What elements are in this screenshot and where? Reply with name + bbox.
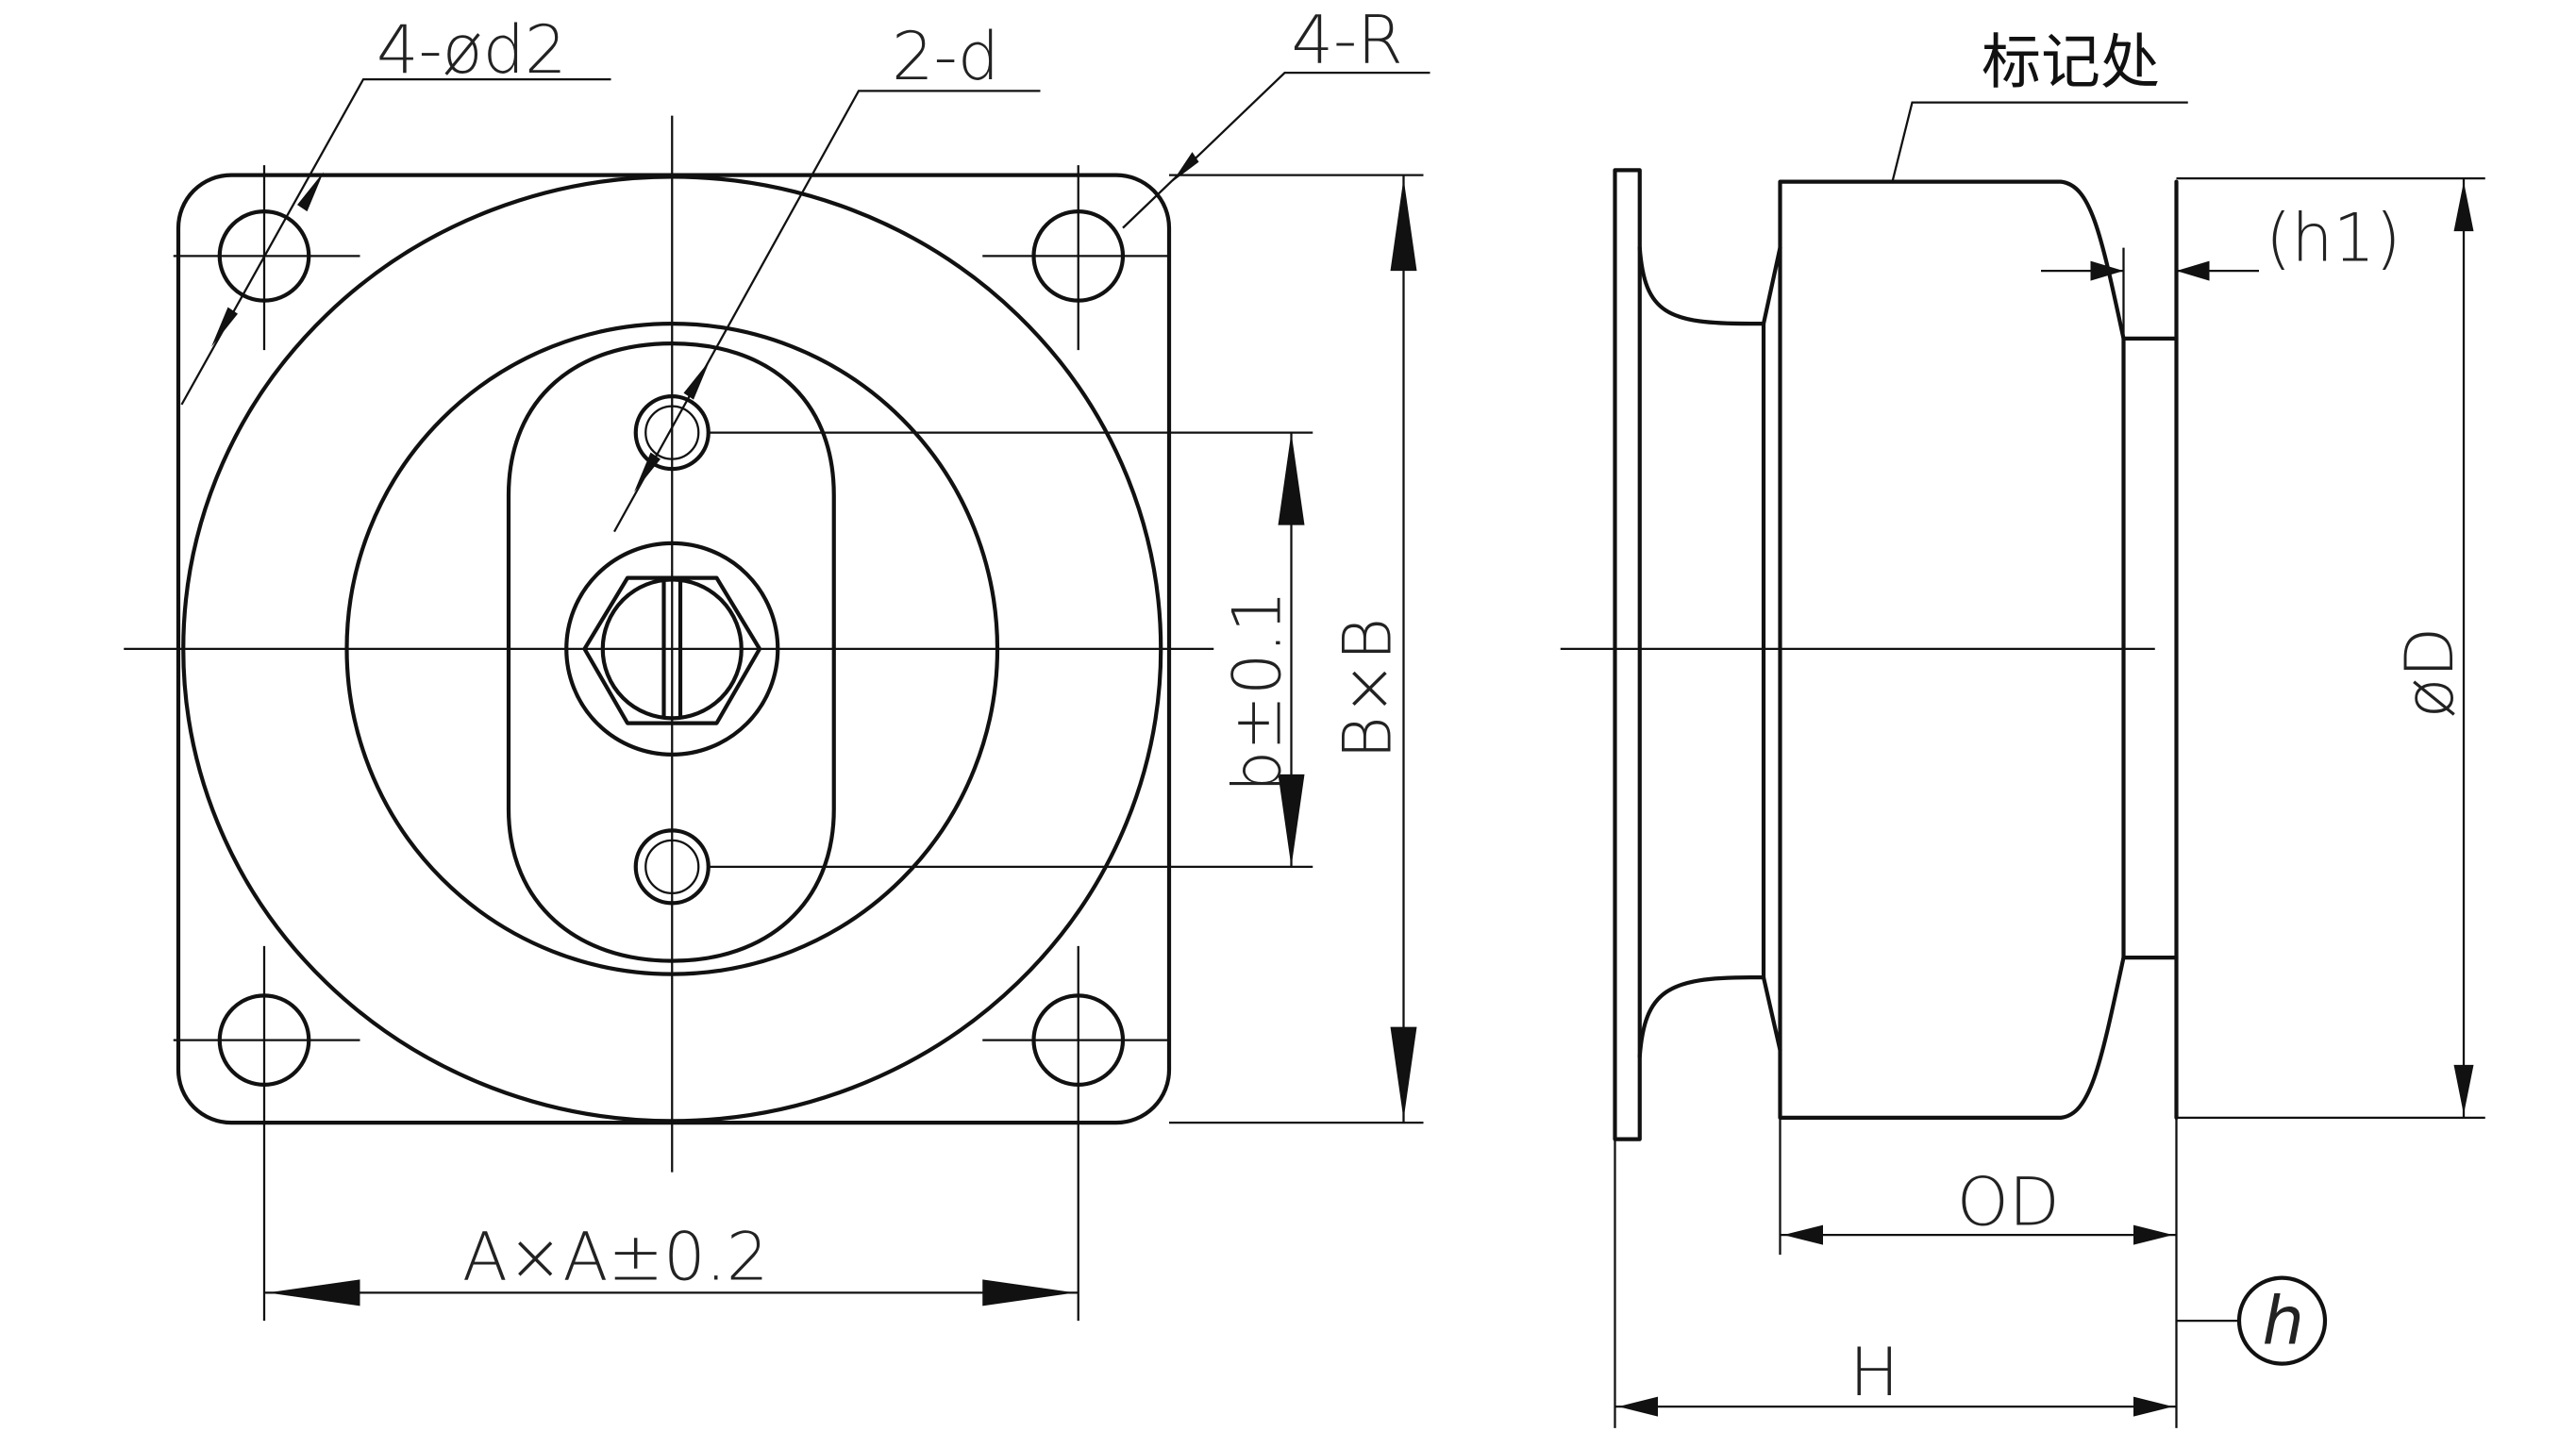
top-view: 4-ød2 2-d 4-R b±0.1 B×B A×A±0.2 (124, 2, 1430, 1322)
label-center-holes: 2-d (892, 18, 999, 95)
label-plate-thickness: h (2263, 1283, 2304, 1360)
label-height: H (1849, 1334, 1899, 1411)
square-base-plate (176, 173, 1172, 1125)
label-marking-location: 标记处 (1982, 28, 2160, 97)
label-corner-radius: 4-R (1292, 2, 1403, 79)
base-plate-side (1613, 168, 1642, 1141)
label-square-b: B×B (1330, 618, 1407, 759)
label-flange-thickness: (h1) (2266, 200, 2401, 277)
plate-thickness-callout (2236, 1275, 2328, 1366)
label-corner-holes: 4-ød2 (376, 11, 567, 89)
label-hole-spacing: b±0.1 (1218, 591, 1296, 792)
slot-outline (506, 341, 836, 963)
label-diameter: øD (2391, 627, 2468, 719)
label-square-a: A×A±0.2 (462, 1218, 768, 1295)
side-view: 标记处 (h1) øD OD H h (1560, 28, 2485, 1428)
label-outer-diameter: OD (1957, 1164, 2060, 1241)
